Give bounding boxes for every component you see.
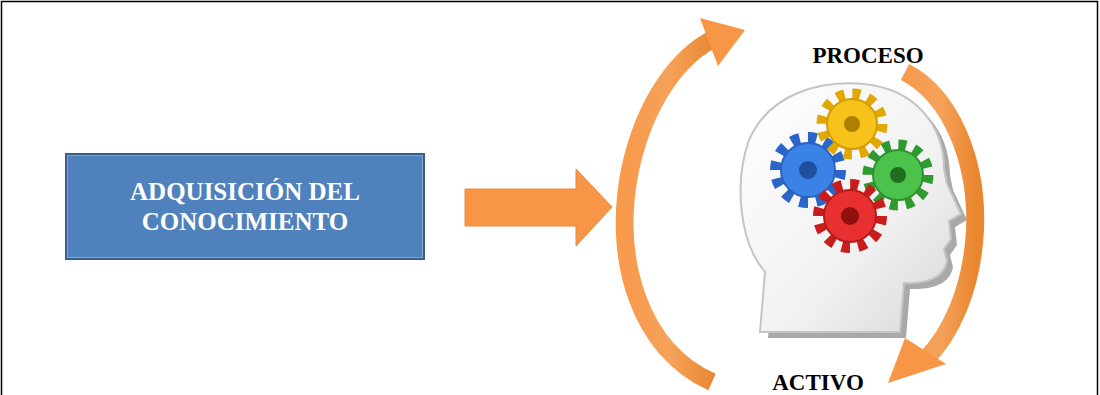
cycle-label: ACTIVO: [772, 370, 864, 395]
cycle-arrowhead-left: [700, 18, 745, 66]
node-text: ADQUISICIÓN DEL CONOCIMIENTO: [67, 173, 423, 241]
gear-yellow: [823, 95, 881, 153]
gear-green: [869, 146, 927, 204]
gear-body: [781, 143, 835, 197]
gear-body: [827, 99, 877, 149]
gear-teeth: [820, 186, 880, 246]
cycle-label: PROCESO: [812, 43, 923, 69]
gear-teeth: [823, 95, 881, 153]
gear-hole: [799, 161, 817, 179]
gear-hole: [841, 207, 859, 225]
process-box: ADQUISICIÓN DEL CONOCIMIENTO: [65, 153, 425, 260]
gear-red: [820, 186, 880, 246]
gear-body: [824, 190, 876, 242]
flow-arrow: [465, 169, 612, 246]
head-silhouette: [741, 83, 961, 332]
cycle-arrow-left: [625, 38, 715, 382]
gear-teeth: [869, 146, 927, 204]
cycle-arrowhead-right: [888, 338, 946, 383]
gear-hole: [844, 116, 860, 132]
gear-hole: [890, 167, 906, 183]
gear-body: [873, 150, 923, 200]
